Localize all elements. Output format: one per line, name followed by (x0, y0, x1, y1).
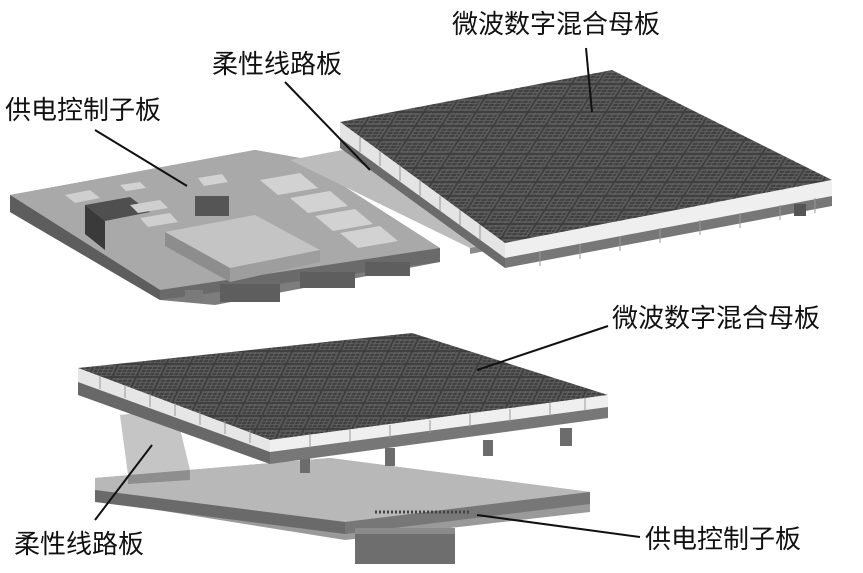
top-flex-board-label: 柔性线路板 (212, 50, 342, 80)
label-bottom-flex-board: 柔性线路板 (14, 444, 153, 560)
top-mother-board-shape (340, 70, 832, 268)
top-assembly (10, 70, 832, 305)
bottom-mother-board-shape (78, 333, 608, 464)
bottom-flex-board-label: 柔性线路板 (14, 530, 144, 560)
bottom-power-board-label: 供电控制子板 (645, 525, 801, 555)
label-top-mother-board: 微波数字混合母板 (452, 10, 660, 113)
label-bottom-mother-board: 微波数字混合母板 (476, 304, 820, 371)
label-top-flex-board: 柔性线路板 (212, 50, 371, 171)
label-top-power-board: 供电控制子板 (5, 96, 188, 187)
bottom-assembly (78, 333, 608, 564)
top-power-board-shape (10, 150, 440, 305)
bottom-power-board-shape (95, 458, 590, 564)
bottom-mother-board-label: 微波数字混合母板 (612, 304, 820, 334)
label-bottom-power-board: 供电控制子板 (476, 514, 801, 555)
top-mother-board-label: 微波数字混合母板 (452, 10, 660, 40)
top-power-board-label: 供电控制子板 (5, 96, 161, 126)
